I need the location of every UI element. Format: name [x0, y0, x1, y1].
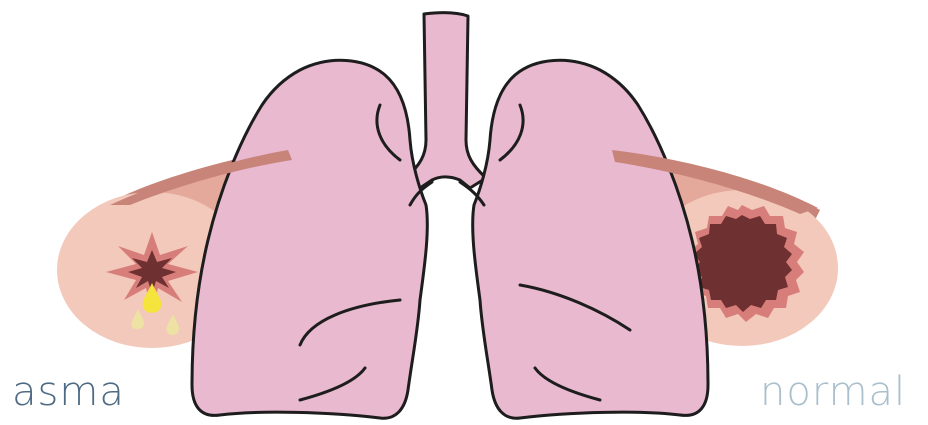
left-lung: [192, 60, 427, 418]
right-lung: [473, 60, 708, 418]
normal-label: normal: [760, 372, 906, 412]
lungs: [192, 13, 708, 419]
trachea: [406, 13, 486, 188]
asthma-label: asma: [12, 372, 125, 412]
